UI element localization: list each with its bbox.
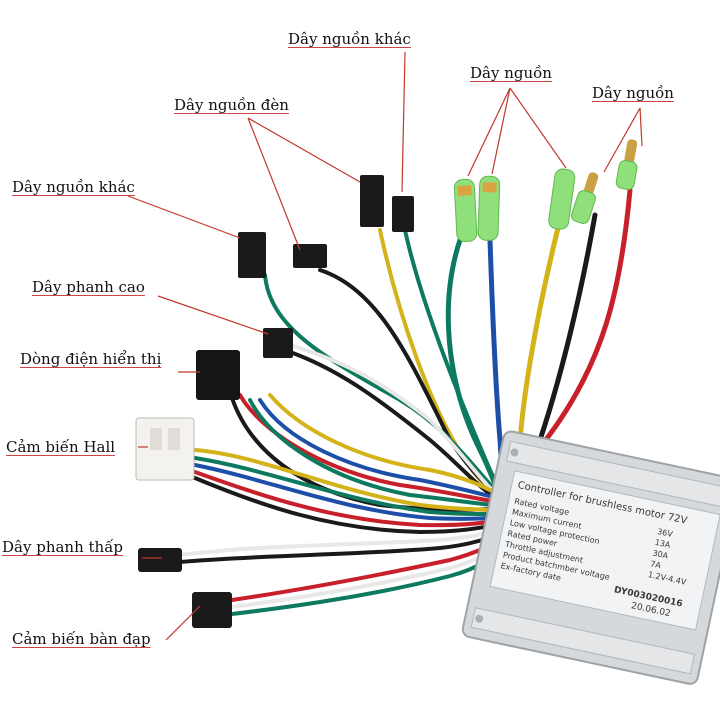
spec-value: 13A: [654, 538, 672, 550]
display-green-wire: [248, 398, 507, 508]
display-yellow-wire: [268, 393, 507, 500]
green-left-wire: [263, 273, 502, 497]
hall-green-wire: [193, 456, 507, 516]
green-terminal: [453, 178, 478, 243]
screw-hole: [475, 614, 484, 623]
hall-yellow-wire: [193, 448, 507, 512]
leader-power-mid: [491, 87, 511, 175]
white-brake-wire: [288, 343, 502, 500]
leader-power-mid: [509, 87, 567, 169]
leader-power-other-top: [401, 51, 406, 193]
label-pedal-sensor: Cảm biến bàn đạp: [12, 630, 151, 648]
connector-pedal: [192, 592, 232, 628]
label-brake-low: Dây phanh thấp: [2, 538, 123, 556]
connector-brake-low: [138, 548, 182, 572]
label-power-mid: Dây nguồn: [470, 64, 552, 82]
leader-power-right: [603, 107, 641, 173]
spec-value: 30A: [652, 548, 670, 560]
connector-other-left: [238, 232, 266, 278]
leader-brake-high: [157, 295, 269, 335]
label-hall-sensor: Cảm biến Hall: [6, 438, 116, 456]
connector-other-yellow: [360, 175, 384, 227]
connector-light: [293, 244, 327, 268]
green-terminal: [548, 168, 576, 230]
spec-value: 36V: [656, 527, 674, 539]
connector-display: [196, 350, 240, 400]
bullet-terminal: [570, 172, 599, 224]
connector-hall: [135, 417, 195, 481]
display-blue-wire: [258, 398, 507, 502]
label-power-right: Dây nguồn: [592, 84, 674, 102]
label-brake-high: Dây phanh cao: [32, 278, 145, 296]
leader-power-other-left: [127, 195, 241, 239]
connectors: [135, 139, 638, 628]
label-power-other-top: Dây nguồn khác: [288, 30, 411, 48]
spec-value: 7A: [649, 559, 662, 570]
label-power-light: Dây nguồn đèn: [174, 96, 289, 114]
bullet-terminal: [615, 139, 638, 190]
green-terminal: [477, 175, 501, 241]
hall-black-wire: [193, 476, 507, 535]
connector-brake-high: [263, 328, 293, 358]
label-power-other-left: Dây nguồn khác: [12, 178, 135, 196]
brake-low-white-wire: [178, 526, 507, 557]
leader-power-light: [247, 117, 301, 251]
leader-pedal: [165, 605, 201, 641]
hall-blue-wire: [193, 463, 507, 521]
label-display-current: Dòng điện hiển thị: [20, 350, 162, 368]
leader-power-light: [247, 117, 361, 183]
connector-other-top: [392, 196, 414, 232]
hall-red-wire: [193, 470, 507, 528]
controller-box: Controller for brushless motor 72V Rated…: [461, 430, 720, 685]
leader-power-right: [639, 107, 643, 147]
screw-hole: [510, 448, 519, 457]
leader-power-mid: [467, 87, 511, 177]
leader-lines: [127, 51, 643, 641]
